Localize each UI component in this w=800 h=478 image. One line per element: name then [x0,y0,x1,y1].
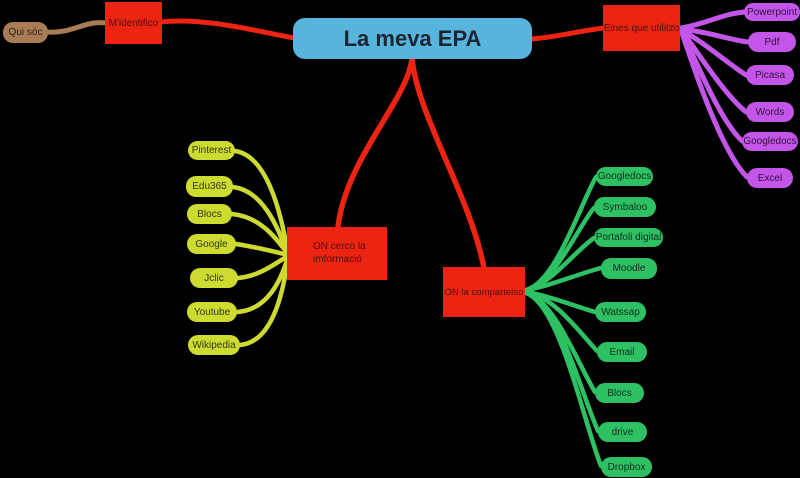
node-label: M'identifico [108,17,159,29]
node-label: Googledocs [743,136,797,147]
node-pinterest[interactable]: Pinterest [188,141,235,160]
node-wikipedia[interactable]: Wikipedia [188,335,240,355]
edge-cerco-wikipedia [237,254,291,348]
edge-identifico-center [158,18,297,41]
node-googledocs-green[interactable]: Googledocs [596,167,653,186]
node-eines-que-utilitzo[interactable]: Eines que utilitzo [603,5,680,51]
node-label: Wikipedia [192,339,236,351]
node-edu365[interactable]: Edu365 [186,176,233,197]
node-blocs-green[interactable]: Blocs [595,383,644,403]
node-portafoli-digital[interactable]: Portafoli digital [594,228,663,247]
node-label: Dropbox [607,461,646,473]
node-label: ON cerco la imformació [313,241,366,265]
node-label: drive [611,426,634,438]
node-moodle[interactable]: Moodle [601,258,657,279]
node-powerpoint[interactable]: Powerpoint [744,3,800,21]
node-label: Symbaloo [602,201,648,213]
node-m-identifico[interactable]: M'identifico [105,2,162,44]
edge-eines-googledocs [678,27,745,144]
edge-eines-pdf [678,26,751,45]
node-label: Excel [757,172,783,184]
edge-cerco-google [233,241,291,258]
node-words[interactable]: Words [746,102,794,122]
node-youtube[interactable]: Youtube [187,302,237,322]
node-label: ON la comparteiso [444,286,524,298]
node-on-cerco-la-informacio[interactable]: ON cerco la imformació [287,227,387,280]
node-label: Blocs [197,208,222,220]
node-google[interactable]: Google [187,234,236,254]
node-label: Blocs [607,387,632,399]
node-label: Email [609,346,635,358]
node-blocs-lime[interactable]: Blocs [187,204,232,224]
node-label: Qui sóc [8,27,43,38]
edge-eines-picasa [678,27,749,78]
node-label: Edu365 [192,181,227,192]
node-googledocs-purple[interactable]: Googledocs [742,132,798,151]
edge-eines-excel [678,27,750,180]
edge-cerco-blocs [229,211,291,257]
node-watssap[interactable]: Watssap [595,302,646,322]
edge-eines-powerpoint [678,9,747,31]
node-label: Moodle [612,263,646,274]
node-jclic[interactable]: Jclic [190,268,238,288]
node-label: Youtube [193,306,231,318]
node-label: Pinterest [191,145,232,156]
node-excel[interactable]: Excel [747,168,793,188]
node-email[interactable]: Email [597,342,647,362]
edge-comparteixo-dropbox [523,290,604,469]
node-on-la-comparteixo[interactable]: ON la comparteiso [443,267,525,317]
node-pdf[interactable]: Pdf [748,32,796,52]
edge-cerco-jclic [235,253,291,281]
node-la-meva-epa[interactable]: La meva EPA [293,18,532,59]
node-label: Watssap [601,306,640,318]
central-topic-label: La meva EPA [343,25,482,51]
node-label: Eines que utilitzo [603,22,680,34]
edge-center-cerco [335,55,415,230]
edge-cerco-pinterest [232,148,291,257]
node-label: Googledocs [597,171,652,182]
node-label: Portafoli digital [595,232,662,243]
node-label: Powerpoint [746,6,798,18]
edge-center-comparteixo [409,55,487,271]
node-drive[interactable]: drive [598,422,647,442]
node-label: Words [755,106,785,118]
node-label: Picasa [754,69,785,81]
node-qui-soc[interactable]: Qui sóc [3,22,48,43]
edge-quisoc-identifico [43,20,109,35]
node-picasa[interactable]: Picasa [746,65,794,85]
node-dropbox[interactable]: Dropbox [601,457,652,477]
edge-center-eines [528,25,607,42]
edge-comparteixo-moodle [523,265,604,293]
node-label: Pdf [764,36,780,48]
node-label: Jclic [204,272,224,284]
node-label: Google [195,238,228,250]
node-symbaloo[interactable]: Symbaloo [594,197,656,217]
